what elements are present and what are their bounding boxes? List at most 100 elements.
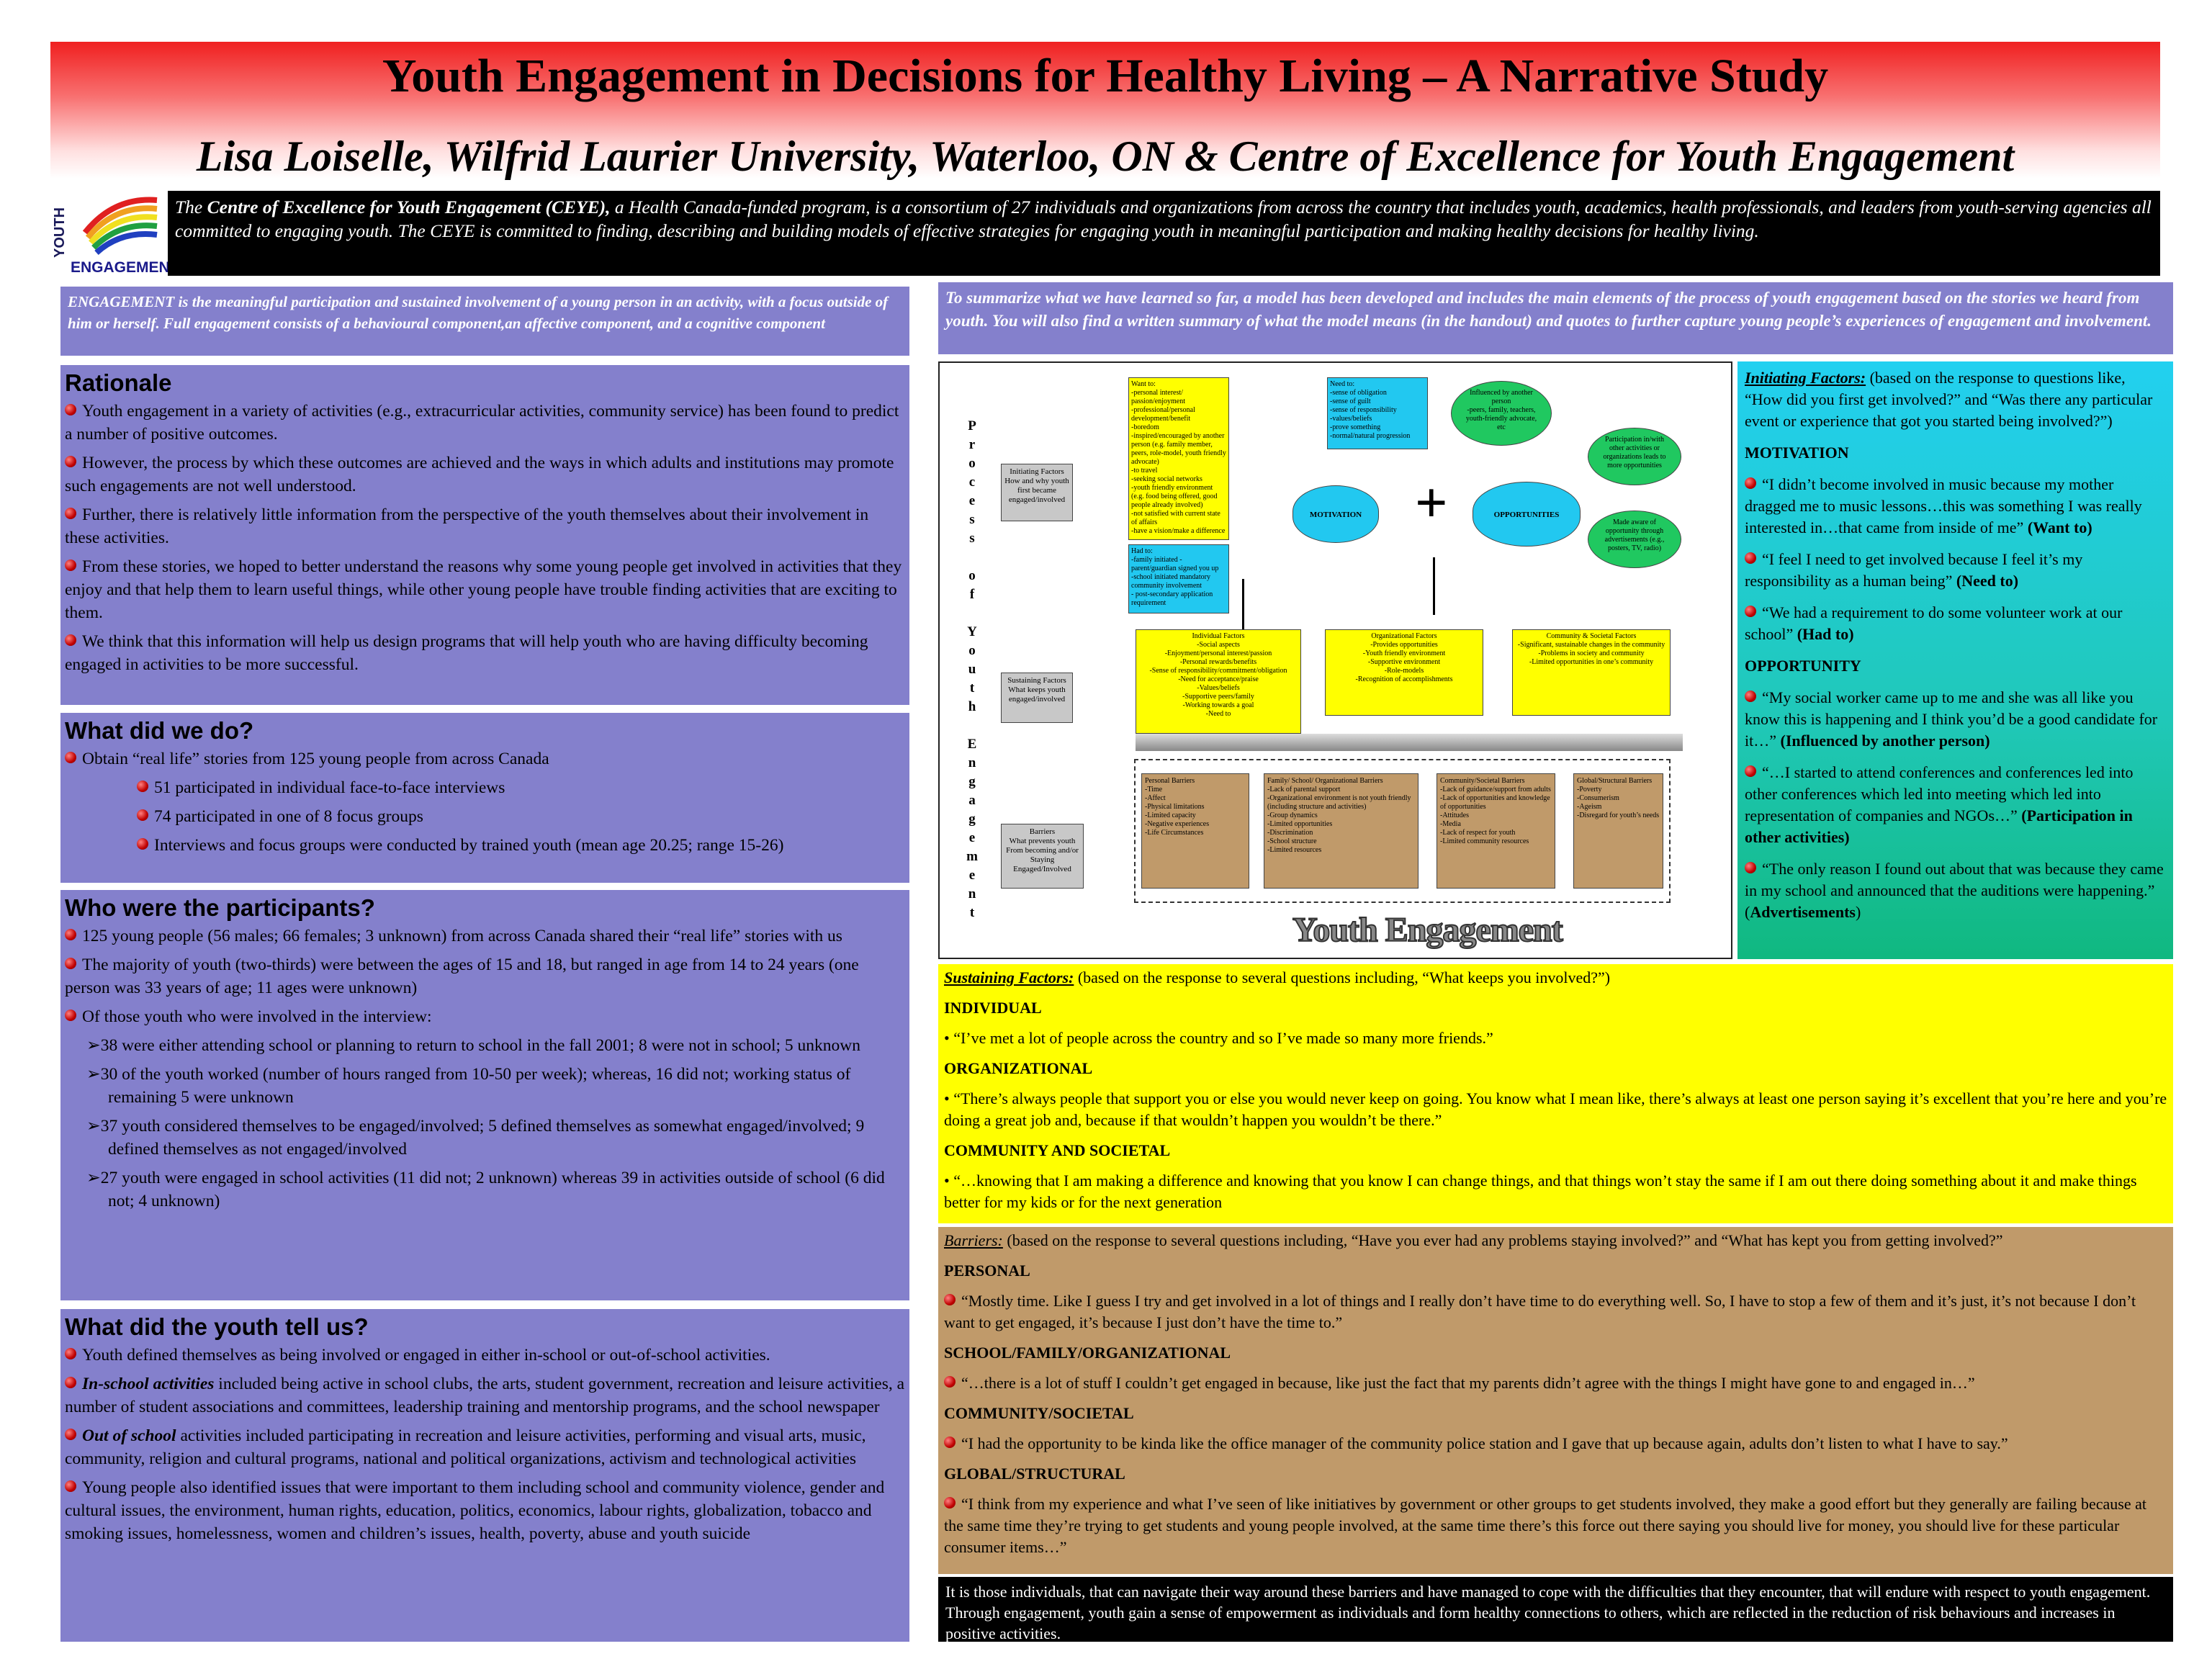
list-item: From these stories, we hoped to better u… [65, 555, 905, 624]
quote-text: “I feel I need to get involved because I… [1745, 550, 2083, 590]
global-heading: GLOBAL/STRUCTURAL [944, 1465, 1125, 1483]
list-item: The majority of youth (two-thirds) were … [65, 953, 905, 999]
bullet-icon [65, 404, 76, 415]
barriers-panel: Barriers: (based on the response to seve… [938, 1227, 2173, 1574]
bullet-icon [65, 1480, 76, 1492]
quote-text: “Mostly time. Like I guess I try and get… [944, 1292, 2136, 1331]
opportunities-cloud: OPPORTUNITIES [1473, 482, 1581, 547]
list-item-text: Obtain “real life” stories from 125 youn… [82, 750, 549, 768]
poster-author: Lisa Loiselle, Wilfrid Laurier Universit… [196, 132, 2015, 180]
rationale-section: Rationale Youth engagement in a variety … [59, 364, 911, 706]
list-item-text: 51 participated in individual face-to-fa… [154, 778, 505, 797]
sustaining-factors-label: Sustaining Factors What keeps youth enga… [1001, 673, 1073, 723]
ceye-intro: The Centre of Excellence for Youth Engag… [168, 191, 2160, 276]
barriers-head: Barriers: [944, 1231, 1003, 1249]
quote-tag: (Need to) [1952, 572, 2019, 590]
vertical-letter [961, 716, 983, 735]
bullet-icon [944, 1497, 956, 1509]
initiating-intro-text: (based on the response to questions like… [1745, 369, 2153, 430]
quote-item: “My social worker came up to me and she … [1745, 687, 2166, 752]
family-barriers-box: Family/ School/ Organizational Barriers … [1264, 773, 1419, 889]
vertical-letter: f [969, 587, 975, 602]
quote-tag: (Had to) [1793, 625, 1854, 643]
vertical-letter: o [968, 643, 976, 658]
bullet-icon [1745, 765, 1756, 777]
list-item-text: From these stories, we hoped to better u… [65, 557, 902, 622]
individual-heading: INDIVIDUAL [944, 999, 1042, 1017]
community-barriers-box: Community/Societal Barriers -Lack of gui… [1437, 773, 1555, 889]
rainbow-logo-icon [82, 197, 158, 256]
bullet-icon [65, 1348, 76, 1359]
participants-section: Who were the participants? 125 young peo… [59, 889, 911, 1302]
organizational-factors-box: Organizational Factors -Provides opportu… [1325, 629, 1483, 716]
list-item-text: 74 participated in one of 8 focus groups [154, 807, 423, 826]
community-factors-box: Community & Societal Factors -Significan… [1512, 629, 1671, 716]
list-item: Youth engagement in a variety of activit… [65, 400, 905, 446]
bullet-icon [65, 1429, 76, 1440]
motivation-cloud: MOTIVATION [1292, 485, 1379, 543]
youth-engagement-logo: YOUTH ENGAGEMENT [50, 193, 179, 279]
quote-item: “I had the opportunity to be kinda like … [944, 1433, 2167, 1455]
sustaining-head: Sustaining Factors: [944, 968, 1074, 986]
participants-title: Who were the participants? [65, 894, 375, 921]
initiating-factors-panel: Initiating Factors: (based on the respon… [1737, 361, 2173, 959]
quote-item: “We had a requirement to do some volunte… [1745, 602, 2166, 645]
list-item: Interviews and focus groups were conduct… [65, 834, 905, 857]
vertical-letter [961, 548, 983, 567]
vertical-letter: o [968, 568, 976, 583]
sustaining-factors-panel: Sustaining Factors: (based on the respon… [938, 964, 2173, 1223]
list-item-text: included being active in school clubs, t… [65, 1375, 905, 1416]
list-item: However, the process by which these outc… [65, 451, 905, 498]
what-did-we-do-section: What did we do? Obtain “real life” stori… [59, 711, 911, 884]
quote-text: “…I started to attend conferences and co… [1745, 763, 2134, 824]
youth-tell-section: What did the youth tell us? Youth define… [59, 1308, 911, 1643]
list-item-text: activities included participating in rec… [65, 1426, 866, 1468]
need-to-box: Need to: -sense of obligation -sense of … [1327, 377, 1428, 449]
bullet-icon [944, 1437, 956, 1448]
list-item: Obtain “real life” stories from 125 youn… [65, 747, 905, 770]
closing-statement: It is those individuals, that can naviga… [938, 1577, 2173, 1642]
community-heading: COMMUNITY AND SOCIETAL [944, 1141, 1171, 1159]
sustaining-intro: Sustaining Factors: (based on the respon… [944, 967, 2167, 989]
had-to-box: Had to: -family initiated - parent/guard… [1128, 544, 1229, 613]
list-item-text: 30 of the youth worked (number of hours … [100, 1065, 851, 1107]
bullet-icon [65, 752, 76, 763]
list-item: 51 participated in individual face-to-fa… [65, 776, 905, 799]
barriers-intro: Barriers: (based on the response to seve… [944, 1230, 2167, 1251]
logo-engagement-text: ENGAGEMENT [71, 259, 179, 276]
arrow-icon: ➢ [86, 1169, 101, 1187]
vertical-letter: a [968, 793, 976, 808]
list-item: Young people also identified issues that… [65, 1476, 905, 1545]
list-item: 125 young people (56 males; 66 females; … [65, 925, 905, 948]
vertical-letter: e [968, 830, 976, 845]
vertical-letter: g [968, 774, 976, 789]
vertical-letter: P [968, 418, 976, 433]
bullet-icon [65, 1010, 76, 1021]
list-item: In-school activities included being acti… [65, 1372, 905, 1419]
list-item: ➢30 of the youth worked (number of hours… [86, 1063, 905, 1109]
vertical-letter: u [968, 662, 976, 677]
barriers-frame [1134, 759, 1671, 903]
arrow-line [1433, 557, 1435, 615]
bullet-icon [1745, 862, 1756, 873]
list-item-text: The majority of youth (two-thirds) were … [65, 956, 859, 997]
personal-heading: PERSONAL [944, 1262, 1030, 1280]
quote-item: • “…knowing that I am making a differenc… [944, 1172, 2137, 1211]
quote-text: “I think from my experience and what I’v… [944, 1495, 2147, 1556]
list-item: 74 participated in one of 8 focus groups [65, 805, 905, 828]
vertical-letter: r [968, 437, 976, 452]
want-to-box: Want to: -personal interest/ passion/enj… [1128, 377, 1229, 540]
bullet-icon [65, 634, 76, 646]
quote-text: “I didn’t become involved in music becau… [1745, 475, 2142, 536]
list-item: Of those youth who were involved in the … [65, 1005, 905, 1028]
vertical-letter: t [969, 680, 975, 696]
bullet-icon [1745, 606, 1756, 617]
vertical-letter: e [968, 868, 976, 883]
vertical-letter: n [968, 886, 976, 902]
quote-tag: (Influenced by another person) [1776, 732, 1990, 750]
quote-item: “…I started to attend conferences and co… [1745, 762, 2166, 848]
list-item-text: 37 youth considered themselves to be eng… [100, 1117, 865, 1159]
bullet-icon [137, 809, 148, 821]
list-item: ➢27 youth were engaged in school activit… [86, 1166, 905, 1213]
